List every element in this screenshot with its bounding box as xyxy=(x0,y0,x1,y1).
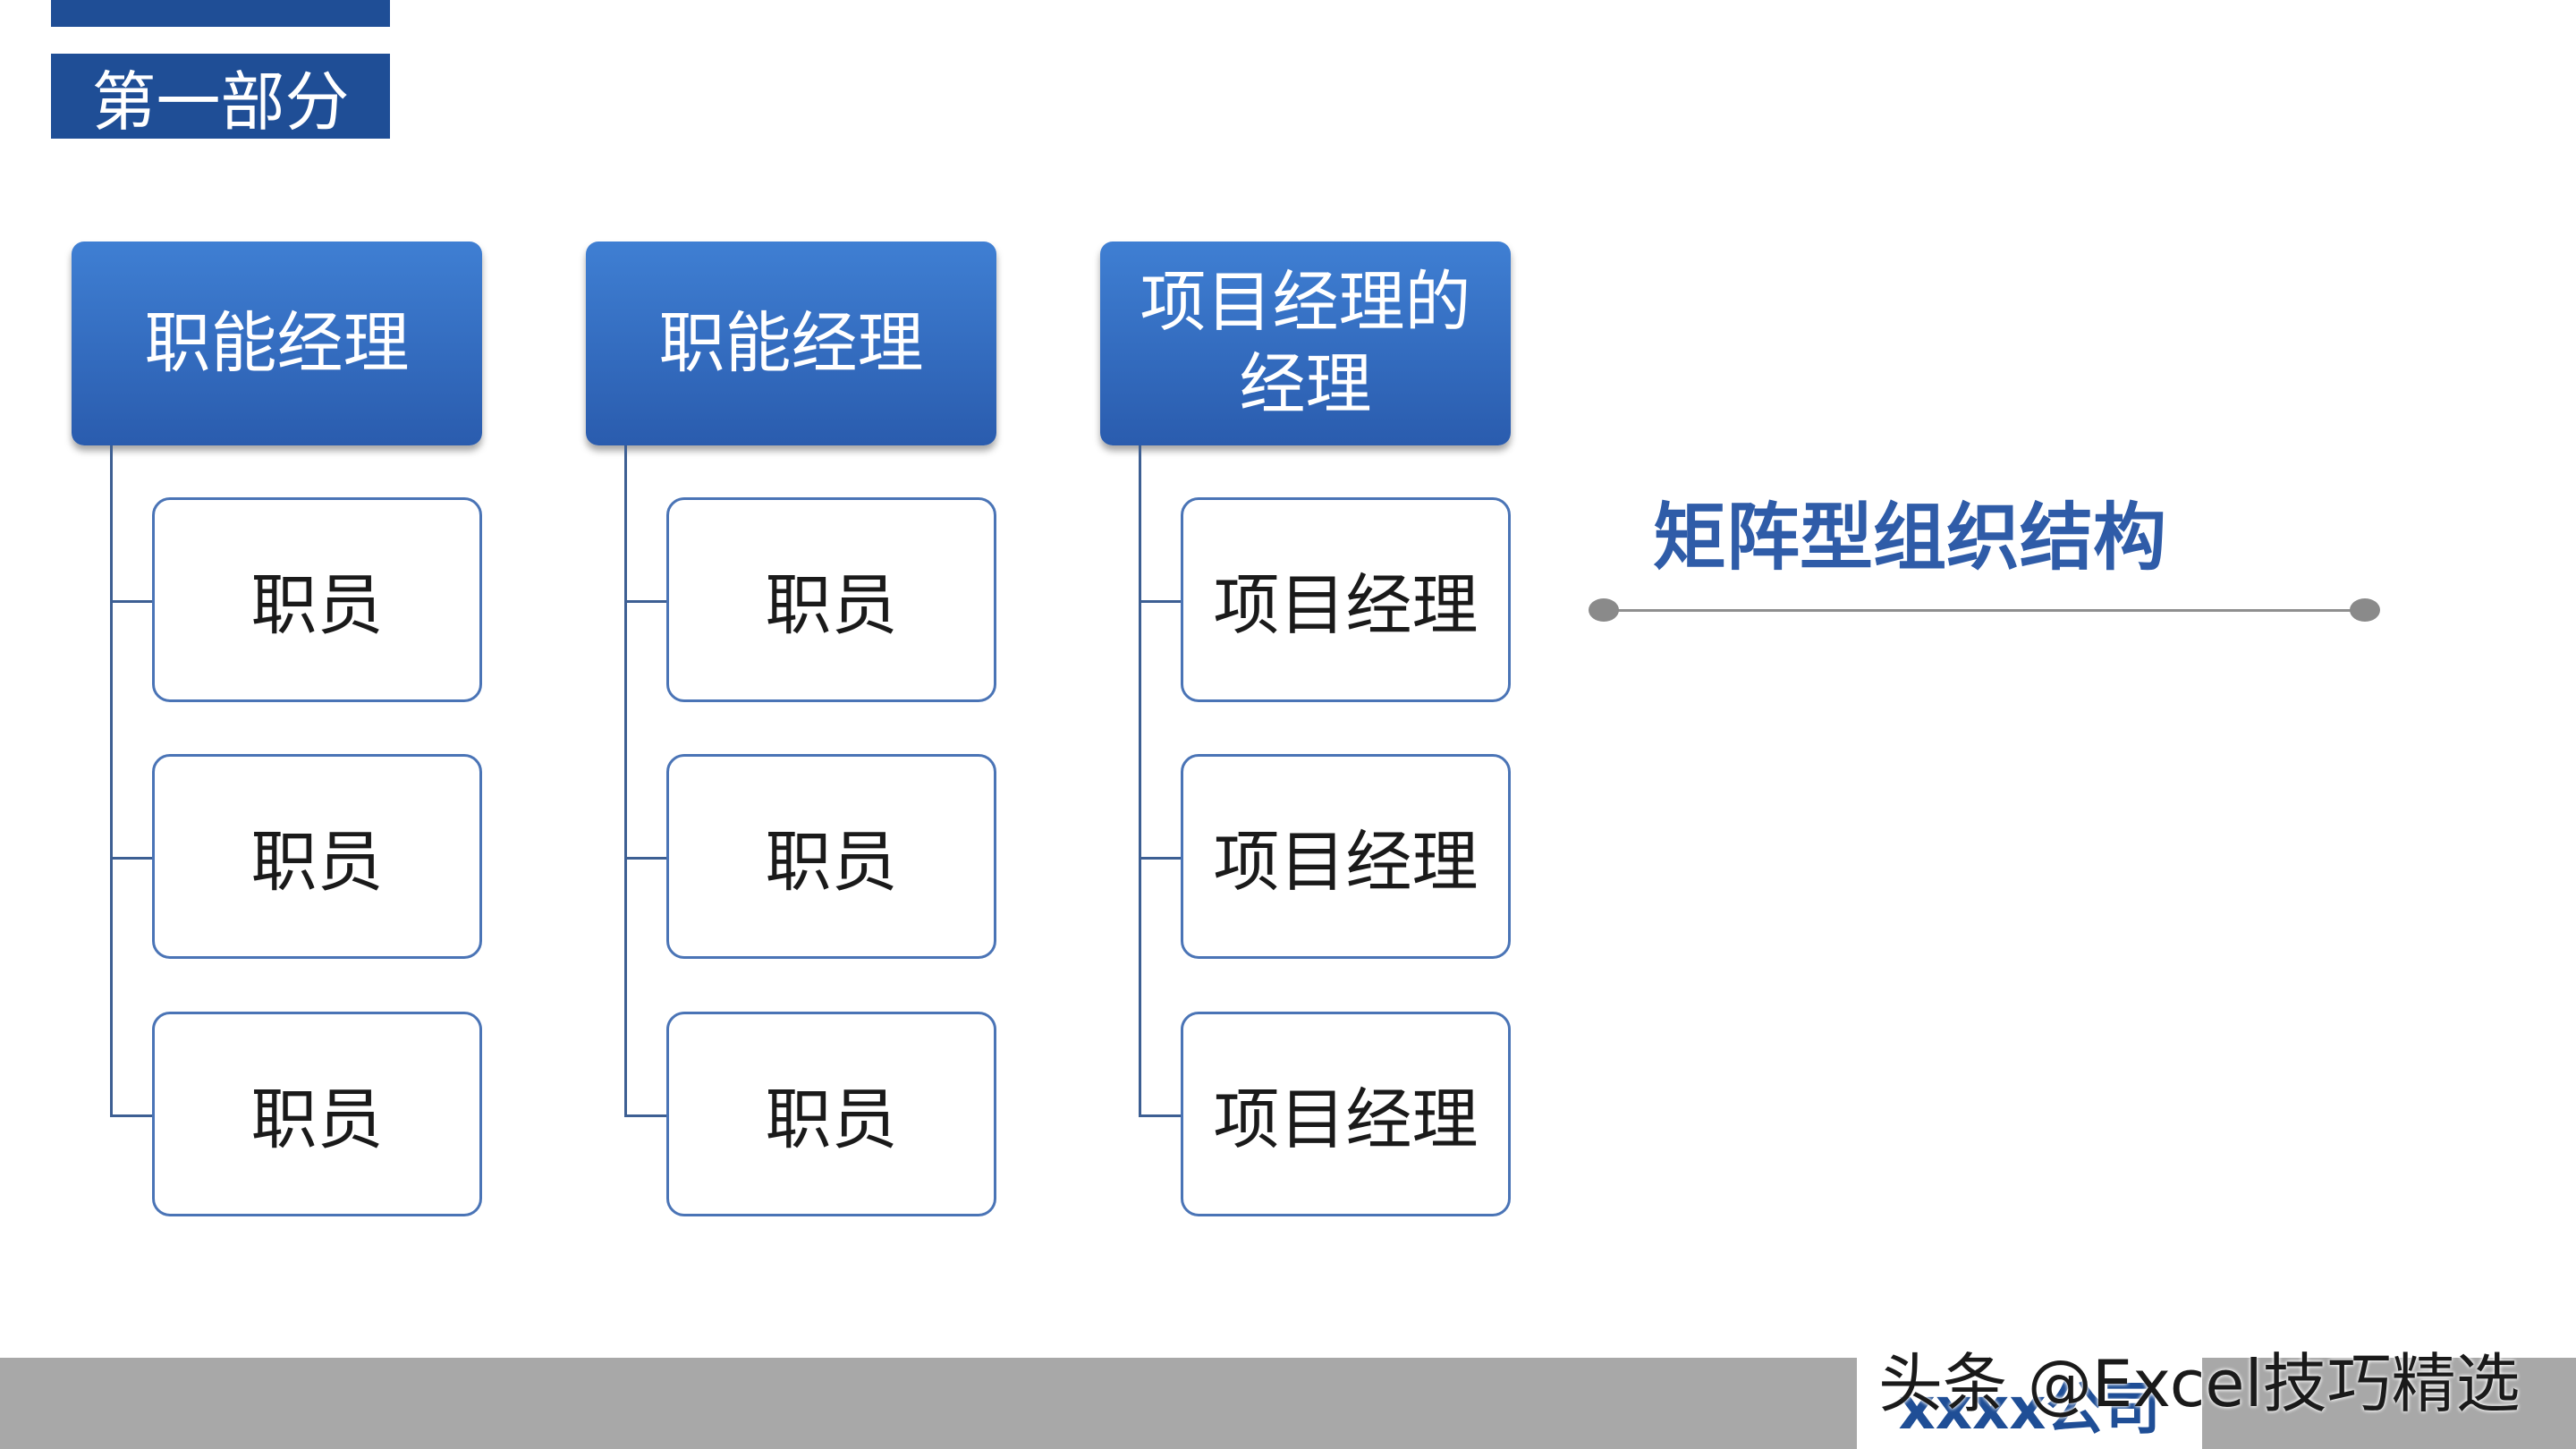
title-underline xyxy=(1604,609,2379,612)
column-child-box: 职员 xyxy=(666,497,996,702)
tree-connector-vertical xyxy=(1139,445,1141,1116)
column-head-box: 职能经理 xyxy=(72,242,482,445)
column-head-box: 职能经理 xyxy=(586,242,996,445)
tree-connector-branch xyxy=(624,857,669,860)
column-child-box: 项目经理 xyxy=(1181,754,1511,959)
column-child-box: 项目经理 xyxy=(1181,497,1511,702)
column-child-box: 职员 xyxy=(666,1012,996,1216)
tree-connector-vertical xyxy=(110,445,113,1116)
column-child-box: 职员 xyxy=(152,497,482,702)
watermark-text: 头条 @Excel技巧精选 xyxy=(1878,1346,2521,1421)
tree-connector-branch xyxy=(110,1114,155,1117)
tree-connector-branch xyxy=(1139,1114,1183,1117)
footer-company-name: xxxx公司 xyxy=(1857,1358,2202,1449)
diagram-title: 矩阵型组织结构 xyxy=(1653,496,2167,580)
section-label: 第一部分 xyxy=(51,54,390,140)
tree-connector-branch xyxy=(624,600,669,603)
column-child-box: 职员 xyxy=(666,754,996,959)
column-child-box: 职员 xyxy=(152,1012,482,1216)
top-accent-bar xyxy=(51,0,390,27)
column-child-box: 职员 xyxy=(152,754,482,959)
tree-connector-branch xyxy=(624,1114,669,1117)
underline-end-dot-left xyxy=(1589,598,1619,622)
tree-connector-branch xyxy=(1139,857,1183,860)
tree-connector-branch xyxy=(110,600,155,603)
column-head-box: 项目经理的经理 xyxy=(1100,242,1511,445)
column-child-box: 项目经理 xyxy=(1181,1012,1511,1216)
tree-connector-branch xyxy=(1139,600,1183,603)
tree-connector-vertical xyxy=(624,445,627,1116)
tree-connector-branch xyxy=(110,857,155,860)
underline-end-dot-right xyxy=(2350,598,2380,622)
